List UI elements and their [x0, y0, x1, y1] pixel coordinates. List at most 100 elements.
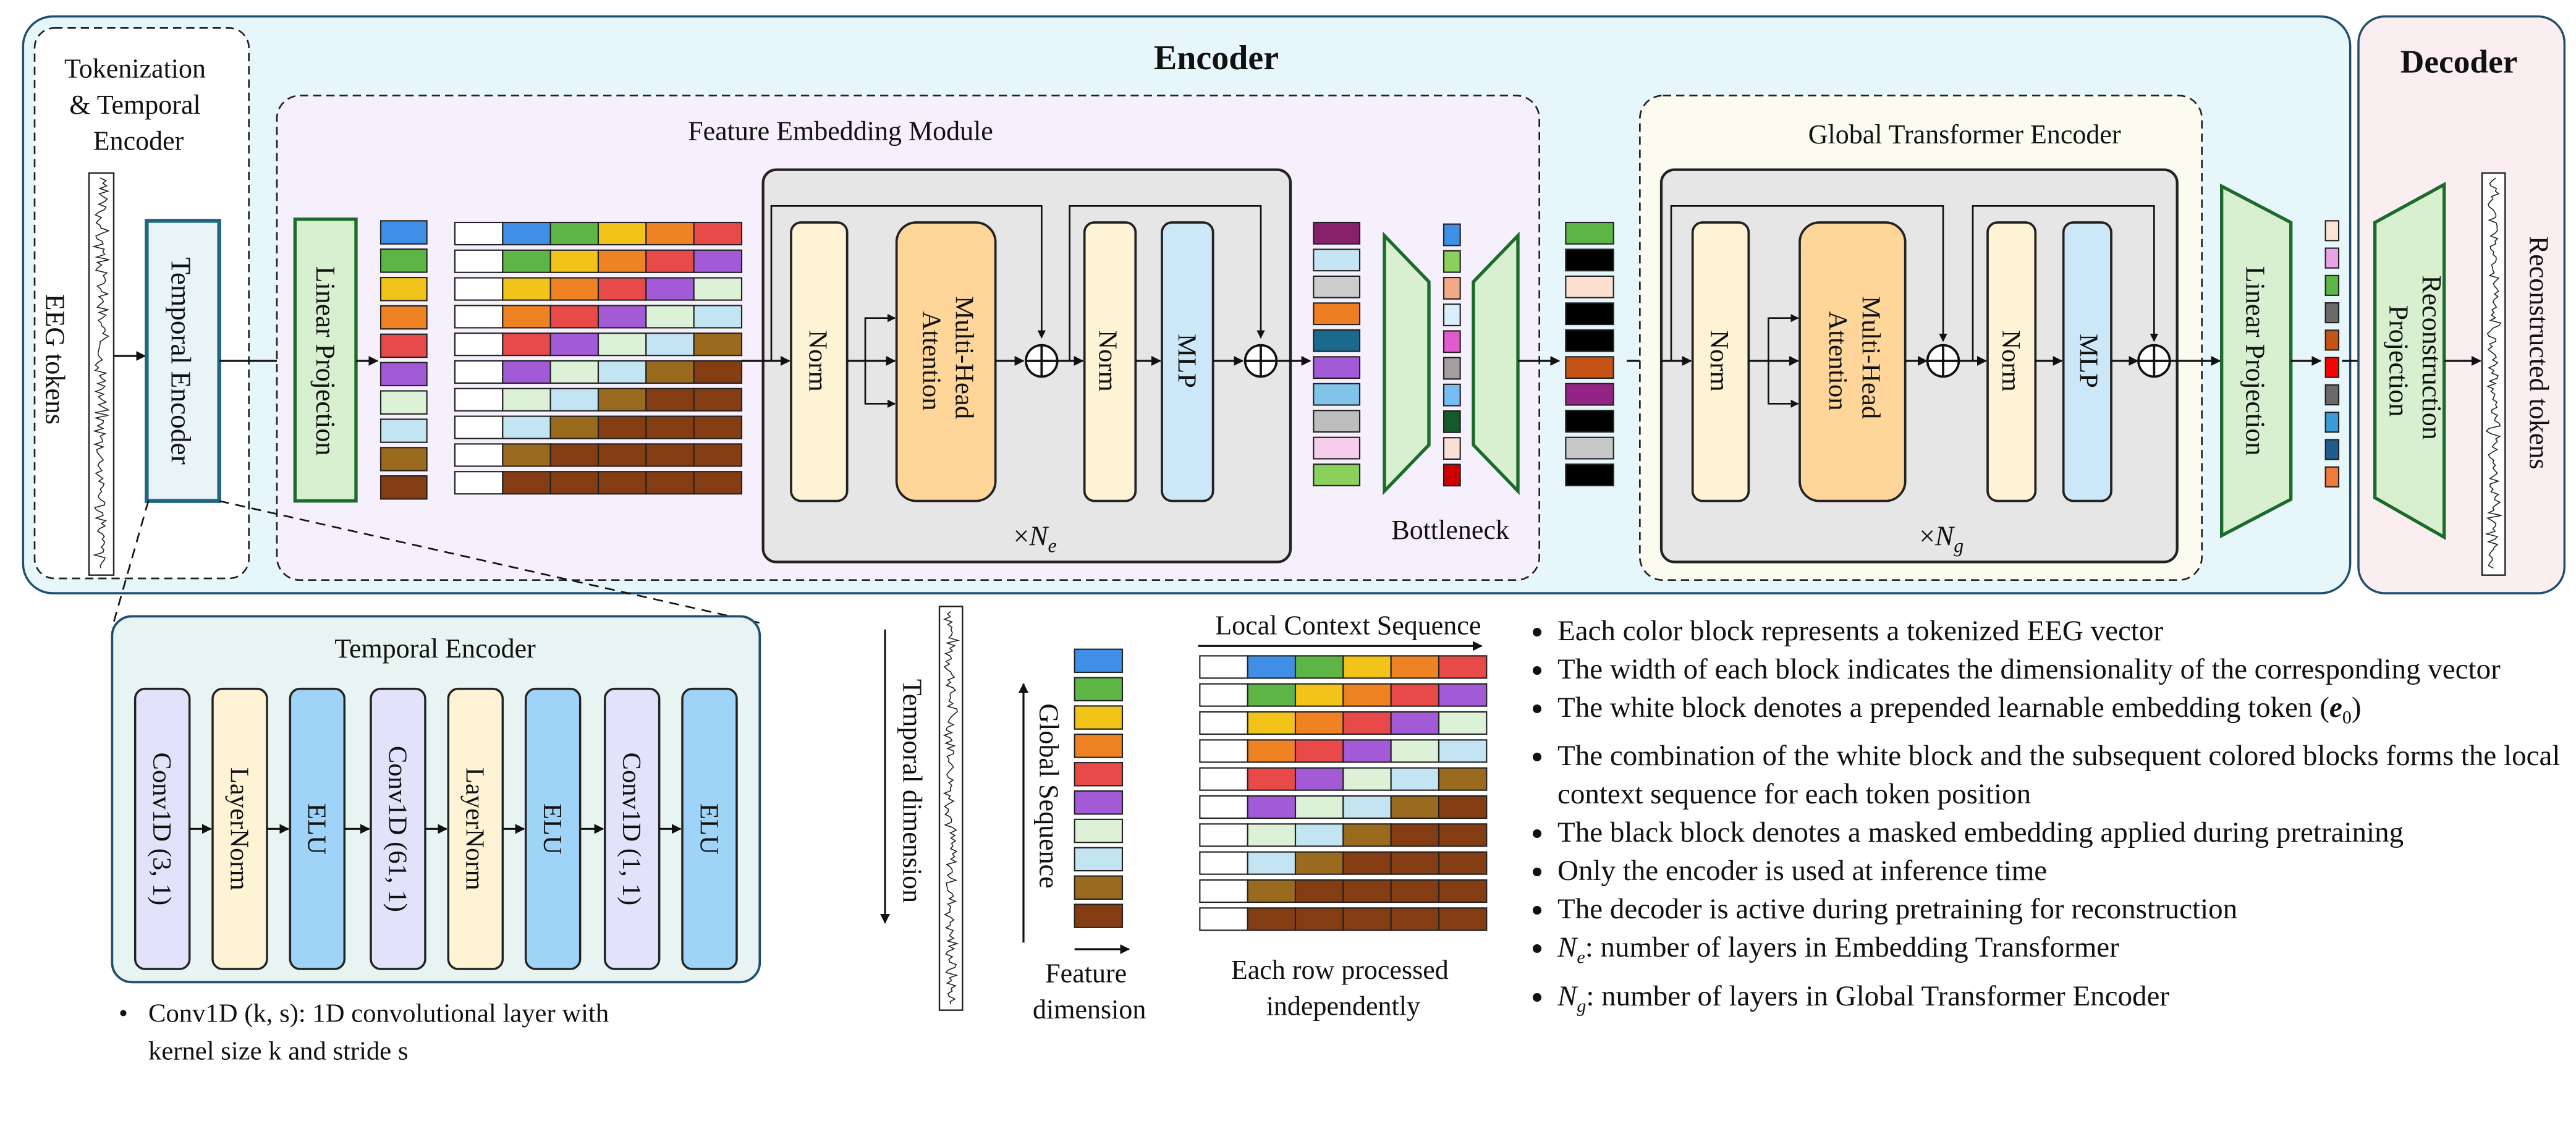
compressed-token-8: [1313, 410, 1361, 433]
compressed-token-9: [1313, 436, 1361, 460]
note-white-block: The white block denotes a prepended lear…: [1554, 688, 2566, 737]
context-row-9-token-1: [502, 443, 551, 467]
note-ng: Ng: number of layers in Global Transform…: [1554, 977, 2566, 1025]
context-row-5-token-5: [693, 332, 743, 357]
global-layer-count: ×Ng: [1919, 521, 1964, 557]
projected-token-4: [379, 305, 428, 330]
context-row-1-token-3: [1342, 655, 1392, 679]
output-projection-label: Linear Projection: [2240, 266, 2271, 456]
context-row-3-token-5: [693, 277, 743, 301]
global-mlp-label: MLP: [2074, 334, 2103, 388]
context-row-5-token-1: [502, 332, 551, 357]
masked-token-2: [1565, 248, 1614, 272]
masked-token-4: [1565, 302, 1614, 326]
local-context-grid: [454, 221, 743, 495]
note-masked-block: The black block denotes a masked embeddi…: [1554, 813, 2566, 852]
context-row-7-token-5: [693, 387, 743, 412]
feature-embedding-title: Feature Embedding Module: [688, 116, 993, 146]
compressed-token-column: [1313, 221, 1361, 486]
legend-token-4: [1074, 734, 1124, 758]
context-row-8-token-4: [1390, 851, 1440, 875]
context-row-4-token-2: [549, 305, 600, 329]
context-row-8-token-0: [454, 415, 504, 439]
context-row-10-token-1: [502, 471, 551, 495]
bottleneck-token-column: [1443, 223, 1461, 487]
legend-token-9: [1074, 875, 1124, 900]
context-row-8-token-2: [549, 415, 600, 439]
context-row-3-token-4: [645, 277, 695, 301]
context-row-7-token-1: [502, 387, 551, 412]
bottleneck-token-4: [1443, 303, 1461, 327]
projected-token-10: [379, 475, 428, 500]
context-row-9-token-2: [1294, 879, 1344, 903]
context-row-10-token-3: [1342, 907, 1392, 931]
bottleneck-token-10: [1443, 463, 1461, 487]
context-row-4-token-0: [454, 305, 504, 329]
embedding-attention-label: Multi-Head Attention: [917, 296, 978, 426]
masked-token-6: [1565, 356, 1614, 379]
context-row-5-token-4: [1390, 767, 1440, 791]
context-row-5-token-0: [1199, 767, 1248, 791]
context-row-3-token-2: [549, 277, 600, 301]
context-row-2-token-5: [1438, 683, 1488, 707]
feature-dimension-label: Feature dimension: [1033, 958, 1146, 1025]
context-row-2-token-5: [693, 249, 743, 273]
te-layer-label-7: Conv1D (1, 1): [617, 753, 646, 906]
context-row-9-token-5: [693, 443, 743, 467]
global-attention-label: Multi-Head Attention: [1823, 296, 1885, 426]
latent-token-2: [2324, 247, 2340, 269]
context-row-8-token-1: [1247, 851, 1297, 875]
zoom-line-right: [219, 500, 760, 624]
te-layer-label-6: ELU: [538, 803, 567, 855]
compressed-token-2: [1313, 248, 1361, 272]
te-layer-label-5: LayerNorm: [460, 768, 489, 890]
context-row-1-token-5: [1438, 655, 1488, 679]
context-row-10-token-2: [1294, 907, 1344, 931]
context-row-5-token-4: [645, 332, 695, 357]
latent-token-10: [2324, 466, 2340, 488]
note-color-block: Each color block represents a tokenized …: [1554, 612, 2566, 650]
legend-token-1: [1074, 648, 1124, 674]
context-row-3-token-0: [454, 277, 504, 301]
te-layer-label-1: Conv1D (3, 1): [147, 753, 176, 906]
context-row-4-token-0: [1199, 739, 1248, 763]
embedding-residual-add-2: [1244, 344, 1278, 378]
eeg-input-strip: [88, 172, 115, 576]
context-row-8-token-4: [645, 415, 695, 439]
global-attention: [1799, 221, 1907, 502]
context-row-2-token-4: [1390, 683, 1440, 707]
notes-list: Each color block represents a tokenized …: [1522, 612, 2566, 1025]
latent-token-1: [2324, 220, 2340, 242]
context-row-6-token-4: [645, 360, 695, 384]
context-row-3-token-2: [1294, 711, 1344, 735]
context-row-10-token-5: [1438, 907, 1488, 931]
context-row-7-token-1: [1247, 823, 1297, 847]
context-row-1-token-4: [1390, 655, 1440, 679]
global-sequence-label: Global Sequence: [1034, 703, 1064, 888]
latent-token-4: [2324, 302, 2340, 324]
context-row-4-token-2: [1294, 739, 1344, 763]
local-context-sequence-label: Local Context Sequence: [1215, 611, 1481, 641]
context-row-4-token-3: [1342, 739, 1392, 763]
temporal-encoder-label: Temporal Encoder: [165, 257, 196, 464]
context-row-4-token-1: [502, 305, 551, 329]
legend-token-5: [1074, 762, 1124, 787]
context-row-6-token-5: [693, 360, 743, 384]
bottleneck-token-7: [1443, 383, 1461, 407]
conv1d-note: •Conv1D (k, s): 1D convolutional layer w…: [119, 999, 616, 1065]
reconstruction-projection-trapezoid: [2373, 182, 2446, 540]
context-row-9-token-3: [597, 443, 647, 467]
bottleneck-token-5: [1443, 330, 1461, 353]
embedding-norm-1-label: Norm: [803, 330, 832, 392]
context-row-9-token-4: [1390, 879, 1440, 903]
linear-projection-label: Linear Projection: [310, 266, 341, 456]
context-row-1-token-5: [693, 221, 743, 246]
context-row-8-token-1: [502, 415, 551, 439]
context-row-7-token-3: [1342, 823, 1392, 847]
projected-token-5: [379, 333, 428, 358]
context-row-7-token-2: [549, 387, 600, 412]
context-row-6-token-3: [597, 360, 647, 384]
decoder-title: Decoder: [2400, 43, 2518, 80]
embedding-layer-count: ×Ne: [1014, 521, 1057, 557]
